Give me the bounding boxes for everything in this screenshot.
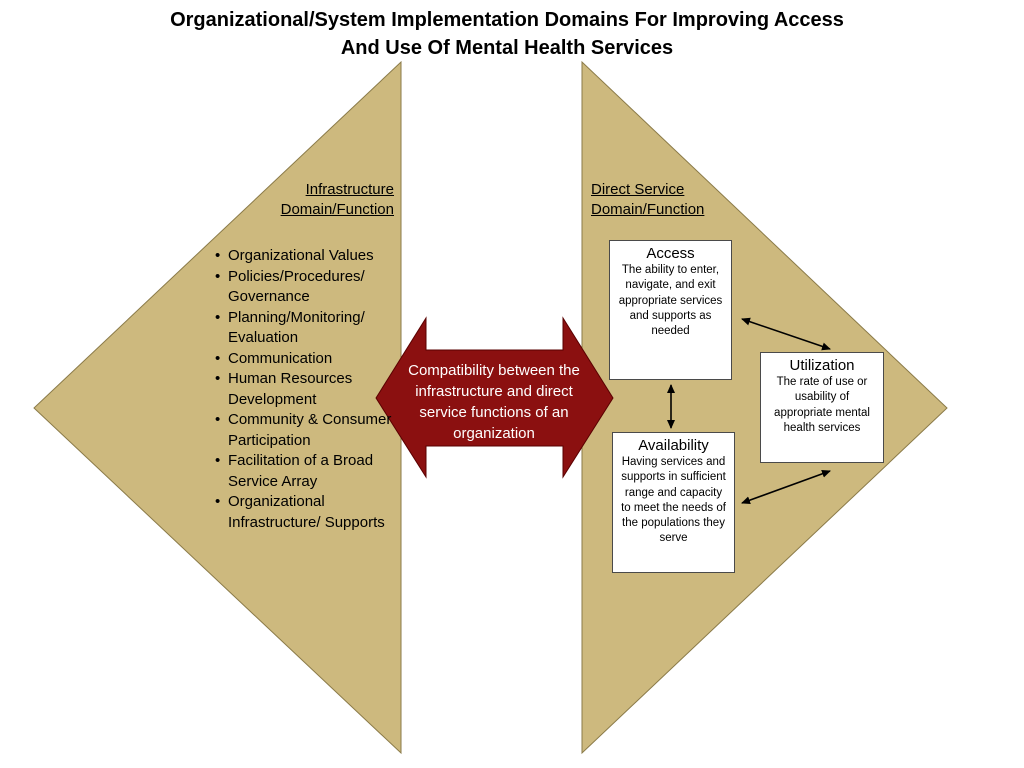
availability-title: Availability (638, 437, 709, 454)
list-item: Communication (212, 349, 402, 370)
list-item: Facilitation of a Broad Service Array (212, 451, 402, 492)
infrastructure-function-list: Organizational Values Policies/Procedure… (212, 246, 402, 533)
access-description: The ability to enter, navigate, and exit… (618, 264, 723, 338)
availability-box: Availability Having services and support… (612, 432, 735, 573)
list-item: Human Resources Development (212, 369, 402, 410)
infrastructure-heading-line-1: Infrastructure (305, 181, 394, 198)
list-item: Organizational Infrastructure/ Supports (212, 492, 402, 533)
page-title: Organizational/System Implementation Dom… (0, 6, 1014, 62)
direct-service-heading-line-1: Direct Service (591, 181, 685, 198)
utilization-description: The rate of use or usability of appropri… (774, 376, 870, 434)
compatibility-double-arrow (375, 316, 614, 479)
availability-utilization-connector (741, 469, 831, 505)
list-item: Community & Consumer Participation (212, 410, 402, 451)
access-title: Access (646, 245, 695, 262)
utilization-title: Utilization (789, 357, 855, 374)
infrastructure-heading-line-2: Domain/Function (280, 201, 394, 218)
access-utilization-connector (741, 317, 831, 351)
list-item: Policies/Procedures/ Governance (212, 267, 402, 308)
access-box: Access The ability to enter, navigate, a… (609, 240, 732, 380)
infrastructure-domain-heading: Infrastructure Domain/Function (230, 180, 394, 220)
title-line-2: And Use Of Mental Health Services (340, 37, 674, 59)
list-item: Organizational Values (212, 246, 402, 267)
utilization-box: Utilization The rate of use or usability… (760, 352, 884, 463)
availability-description: Having services and supports in sufficie… (621, 456, 726, 545)
title-line-1: Organizational/System Implementation Dom… (170, 9, 844, 31)
list-item: Planning/Monitoring/ Evaluation (212, 308, 402, 349)
compatibility-text: Compatibility between the infrastructure… (408, 362, 580, 442)
direct-service-heading-line-2: Domain/Function (591, 201, 705, 218)
direct-service-domain-heading: Direct Service Domain/Function (591, 180, 791, 220)
